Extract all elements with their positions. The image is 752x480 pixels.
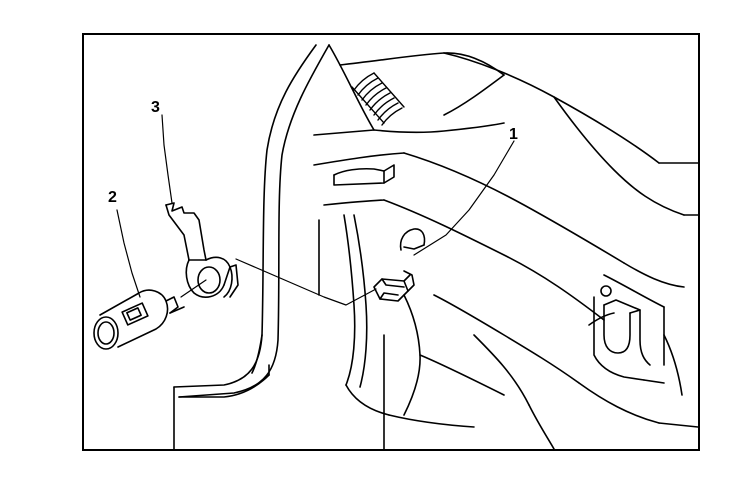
- lower-panel: [343, 214, 698, 449]
- component-2-outlet: [93, 289, 185, 350]
- left-panel-contours: [173, 44, 330, 449]
- callout-2: 2: [108, 189, 117, 206]
- callout-1: 1: [509, 126, 518, 143]
- right-bracket: [588, 274, 683, 396]
- vent-slats: [351, 72, 405, 126]
- leader-lines: [116, 114, 515, 306]
- side-panel: [313, 152, 685, 321]
- upper-console: [313, 44, 698, 216]
- callout-3: 3: [151, 99, 160, 116]
- component-1-connector: [373, 228, 426, 302]
- diagram-frame: 1 2 3: [82, 33, 700, 451]
- interior-panel-illustration: [93, 44, 698, 449]
- component-3-bracket: [165, 202, 239, 298]
